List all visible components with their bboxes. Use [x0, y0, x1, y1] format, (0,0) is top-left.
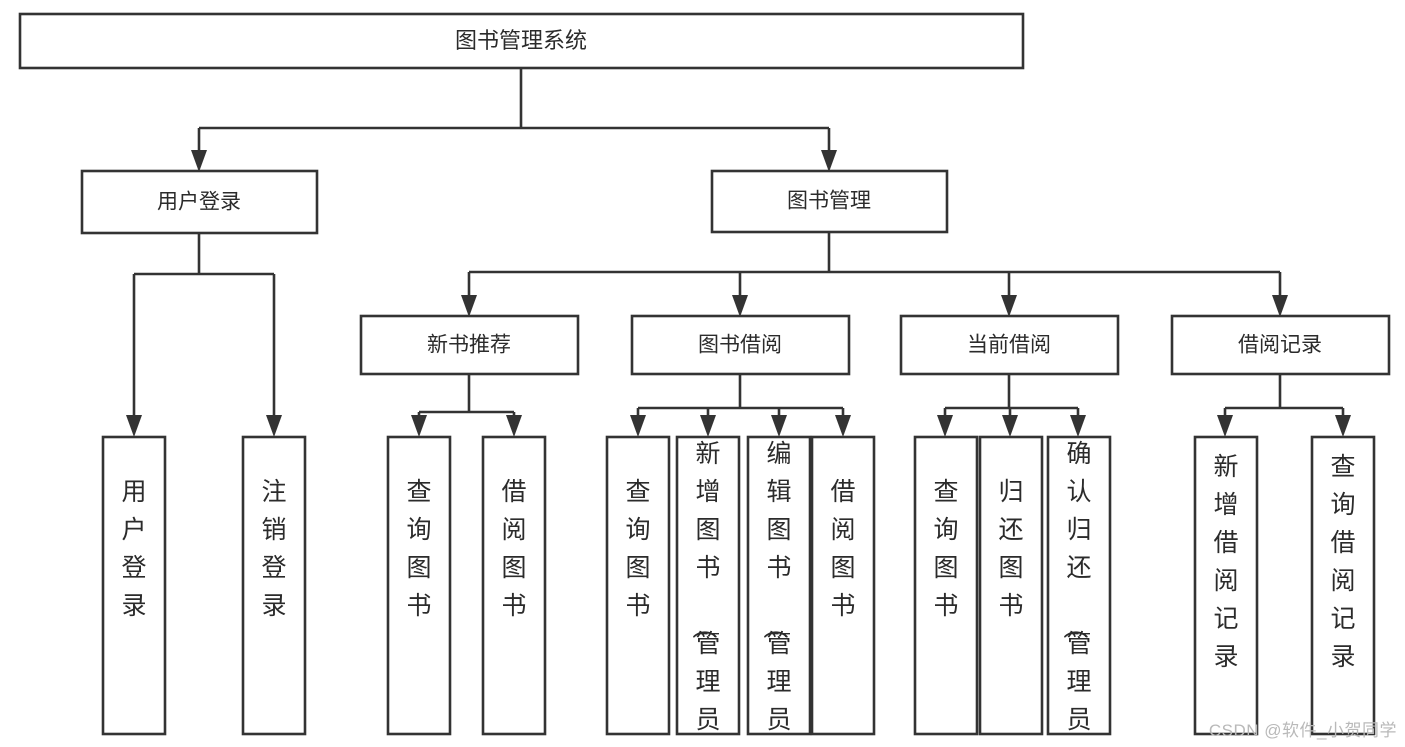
arrow-to-newbook: [461, 295, 477, 317]
arrow-to-leaf-12: [1217, 415, 1233, 437]
arrow-to-current: [1001, 295, 1017, 317]
node-leaf-2-label: 注销登录: [261, 478, 286, 620]
node-borrow[interactable]: 图书借阅: [630, 314, 851, 376]
arrow-to-login: [191, 150, 207, 172]
arrow-to-leaf-6: [700, 415, 716, 437]
arrow-to-leaf-5: [630, 415, 646, 437]
node-leaf-6-box[interactable]: [675, 435, 741, 736]
node-leaf-2-box[interactable]: [241, 435, 307, 736]
node-leaf-8[interactable]: 借阅图书: [810, 435, 876, 736]
node-leaf-10-box[interactable]: [978, 435, 1044, 736]
node-leaf-9[interactable]: 查询图书: [913, 435, 979, 736]
node-leaf-8-label: 借阅图书: [830, 478, 855, 620]
node-current-box[interactable]: [899, 314, 1120, 376]
node-leaf-1-label: 用户登录: [121, 478, 146, 620]
node-leaf-7-box[interactable]: [746, 435, 812, 736]
arrow-to-leaf-11: [1070, 415, 1086, 437]
node-leaf-1-box[interactable]: [101, 435, 167, 736]
arrow-to-leaf-1: [126, 415, 142, 437]
arrow-to-leaf-10: [1002, 415, 1018, 437]
node-current-label: 当前借阅: [967, 334, 1051, 357]
node-leaf-12-label: 新增借阅记录: [1213, 453, 1238, 671]
node-borrow-box[interactable]: [630, 314, 851, 376]
node-leaf-11-box[interactable]: [1046, 435, 1112, 736]
node-newbook-label: 新书推荐: [427, 334, 511, 357]
node-leaf-6-label: 新增图书（管理员）: [689, 440, 720, 747]
node-leaf-12-box[interactable]: [1193, 435, 1259, 736]
arrow-to-leaf-9: [937, 415, 953, 437]
node-record[interactable]: 借阅记录: [1170, 314, 1391, 376]
node-leaf-3-box[interactable]: [386, 435, 452, 736]
node-login[interactable]: 用户登录: [80, 169, 319, 235]
node-leaf-10-label: 归还图书: [998, 478, 1023, 620]
node-record-box[interactable]: [1170, 314, 1391, 376]
node-leaf-7-label: 编辑图书（管理员）: [760, 440, 791, 747]
arrow-to-leaf-3: [411, 415, 427, 437]
node-leaf-11[interactable]: 确认归还（管理员）: [1046, 435, 1112, 747]
node-leaf-13[interactable]: 查询借阅记录: [1310, 435, 1376, 736]
node-root-box[interactable]: [18, 12, 1025, 70]
node-leaf-2[interactable]: 注销登录: [241, 435, 307, 736]
node-leaf-9-box[interactable]: [913, 435, 979, 736]
arrow-to-record: [1272, 295, 1288, 317]
node-leaf-5[interactable]: 查询图书: [605, 435, 671, 736]
node-leaf-3-label: 查询图书: [406, 478, 431, 620]
node-bookmgmt-label: 图书管理: [787, 190, 871, 213]
node-login-box[interactable]: [80, 169, 319, 235]
node-leaf-5-label: 查询图书: [625, 478, 650, 620]
arrow-to-leaf-2: [266, 415, 282, 437]
csdn-watermark: CSDN @软件_小贺同学: [1208, 721, 1397, 740]
node-login-label: 用户登录: [157, 191, 241, 214]
node-leaf-3[interactable]: 查询图书: [386, 435, 452, 736]
node-leaf-7[interactable]: 编辑图书（管理员）: [746, 435, 812, 747]
edge-layer: [126, 68, 1351, 437]
node-leaf-13-box[interactable]: [1310, 435, 1376, 736]
node-root-label: 图书管理系统: [455, 28, 587, 53]
node-bookmgmt[interactable]: 图书管理: [710, 169, 949, 234]
node-record-label: 借阅记录: [1238, 334, 1322, 357]
node-leaf-6[interactable]: 新增图书（管理员）: [675, 435, 741, 747]
node-current[interactable]: 当前借阅: [899, 314, 1120, 376]
arrow-to-leaf-4: [506, 415, 522, 437]
node-newbook-box[interactable]: [359, 314, 580, 376]
node-bookmgmt-box[interactable]: [710, 169, 949, 234]
arrow-to-leaf-13: [1335, 415, 1351, 437]
node-leaf-1[interactable]: 用户登录: [101, 435, 167, 736]
node-borrow-label: 图书借阅: [698, 334, 782, 357]
node-root[interactable]: 图书管理系统: [18, 12, 1025, 70]
node-leaf-8-box[interactable]: [810, 435, 876, 736]
node-leaf-10[interactable]: 归还图书: [978, 435, 1044, 736]
arrow-to-borrow: [732, 295, 748, 317]
node-leaf-9-label: 查询图书: [933, 478, 958, 620]
node-leaf-11-label: 确认归还（管理员）: [1060, 440, 1091, 747]
arrow-to-bookmgmt: [821, 150, 837, 172]
node-leaf-4-box[interactable]: [481, 435, 547, 736]
node-leaf-5-box[interactable]: [605, 435, 671, 736]
arrow-to-leaf-7: [771, 415, 787, 437]
arrow-to-leaf-8: [835, 415, 851, 437]
node-leaf-12[interactable]: 新增借阅记录: [1193, 435, 1259, 736]
node-leaf-4[interactable]: 借阅图书: [481, 435, 547, 736]
node-newbook[interactable]: 新书推荐: [359, 314, 580, 376]
node-leaf-4-label: 借阅图书: [501, 478, 526, 620]
node-leaf-13-label: 查询借阅记录: [1330, 453, 1355, 671]
